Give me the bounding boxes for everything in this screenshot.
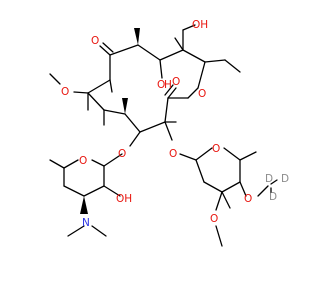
trideuteromethoxy-oxygen-label: O xyxy=(244,193,252,205)
hydroxyl-label-top: OH xyxy=(192,19,208,31)
lactone-ring-oxygen-label: O xyxy=(198,88,206,100)
sugar-hydroxyl-label: OH xyxy=(116,193,132,205)
molecule-structure: OH O O H O O O O O O O OH N O O D D D xyxy=(49,19,289,247)
lactone-carbonyl xyxy=(164,84,189,99)
methoxy-oxygen-label-right: O xyxy=(210,213,218,225)
lactone-carbonyl-oxygen-label: O xyxy=(172,76,180,88)
ketone-carbonyl xyxy=(99,42,114,56)
hydroxyl-oxygen-label: O xyxy=(157,79,165,91)
ketone-oxygen-label: O xyxy=(91,35,99,47)
hydroxyl-hydrogen-label: H xyxy=(164,79,172,91)
cladinose-ring-oxygen-label: O xyxy=(212,143,220,155)
deuterium-label-1: D xyxy=(265,173,273,185)
glycosidic-oxygen-label-right: O xyxy=(169,148,177,160)
methoxy-oxygen-label-left: O xyxy=(61,86,69,98)
desosamine-ring xyxy=(49,153,123,237)
macrolactone-ring xyxy=(87,44,206,133)
deuterium-label-3: D xyxy=(269,191,277,203)
deuterium-label-2: D xyxy=(281,173,289,185)
cladinose-ring xyxy=(179,147,269,247)
dimethylamine-nitrogen-label: N xyxy=(82,217,90,229)
desosamine-ring-oxygen-label: O xyxy=(79,155,87,167)
glycosidic-oxygen-label-left: O xyxy=(118,148,126,160)
ring-substituents xyxy=(49,24,241,147)
